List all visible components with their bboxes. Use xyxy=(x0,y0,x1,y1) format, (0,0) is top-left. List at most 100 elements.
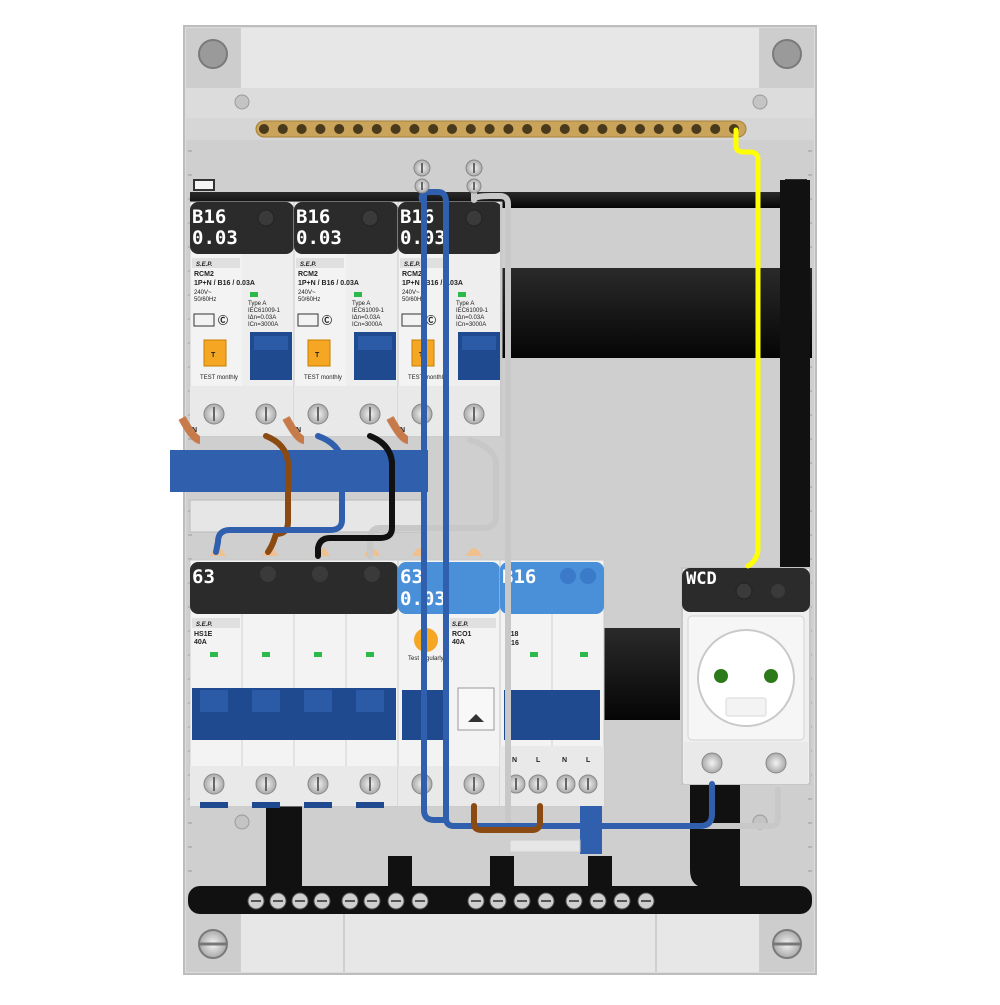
status-led-icon xyxy=(580,652,588,657)
test-button[interactable] xyxy=(307,339,331,367)
busbar-hole-icon xyxy=(390,124,401,134)
rcd-rating: 40A xyxy=(452,639,465,646)
wire-earth-yellow xyxy=(733,127,761,569)
rcd-rating-label: 63 xyxy=(400,566,423,588)
enclosure-top-cover xyxy=(186,28,814,88)
neutral-terminal-label: N xyxy=(400,427,405,434)
busbar-hole-icon xyxy=(672,124,683,134)
socket-pin-hole-icon xyxy=(714,669,728,683)
rcbo-frequency: 50/60Hz xyxy=(298,297,320,303)
wire-grey-link xyxy=(367,437,499,559)
status-led-icon xyxy=(354,292,362,297)
rcbo-type: Type A xyxy=(352,301,370,307)
socket-pin-hole-icon xyxy=(764,669,778,683)
wiring xyxy=(213,127,781,833)
rcbo-model: RCM2 xyxy=(402,271,422,278)
busbar-hole-icon xyxy=(259,124,269,134)
rcbo-model: RCM2 xyxy=(298,271,318,278)
busbar-hole-icon xyxy=(541,124,551,134)
test-button[interactable] xyxy=(203,339,227,367)
rcbo-icn: ICn=3000A xyxy=(352,322,382,328)
earth-busbar xyxy=(186,118,814,140)
wire-blue-loop xyxy=(213,433,345,555)
status-led-icon xyxy=(250,292,258,297)
status-led-icon xyxy=(314,652,322,657)
line-terminal-label: L xyxy=(586,757,591,764)
busbar-hole-icon xyxy=(315,124,326,134)
rcbo-sensitivity-label: 0.03 xyxy=(192,227,238,249)
neutral-terminal-label: N xyxy=(296,427,301,434)
mcb-rating: B16 xyxy=(506,640,519,647)
rcbo-voltage: 240V~ xyxy=(298,290,316,296)
comb-busbar-blue xyxy=(170,450,428,492)
busbar-hole-icon xyxy=(465,124,476,134)
rcbo-idn: IΔn=0.03A xyxy=(352,315,380,321)
status-led-icon xyxy=(366,652,374,657)
brand-label: S.E.P. xyxy=(196,262,213,268)
terminal-block-blue xyxy=(580,806,602,854)
rcbo-icn: ICn=3000A xyxy=(456,322,486,328)
main-switch-model: HS1E xyxy=(194,631,213,638)
ce-mark-icon: Ⓒ xyxy=(322,314,332,327)
busbar-hole-icon xyxy=(559,124,570,134)
status-led-icon xyxy=(530,652,538,657)
socket-face xyxy=(697,629,795,727)
socket-outlet[interactable]: WCD xyxy=(681,567,811,785)
mcb-model: S18 xyxy=(506,631,519,638)
rcbo-spec: 1P+N / B16 / 0.03A xyxy=(402,280,463,287)
rcbo-standard: IEC61009-1 xyxy=(248,308,281,314)
busbar-hole-icon xyxy=(503,124,514,134)
busbar-hole-icon xyxy=(353,124,363,134)
busbar-hole-icon xyxy=(691,124,702,134)
brand-label: S.E.P. xyxy=(196,622,213,628)
busbar-hole-icon xyxy=(710,124,721,134)
status-led-icon xyxy=(458,292,466,297)
rcd-model: RCO1 xyxy=(452,631,472,638)
busbar-hole-icon xyxy=(616,124,627,134)
rcbo-rating-label: B16 xyxy=(192,206,226,228)
ce-mark-icon: Ⓒ xyxy=(426,314,436,327)
wire-black xyxy=(315,433,395,559)
busbar-hole-icon xyxy=(409,124,420,134)
busbar-hole-icon xyxy=(522,124,533,134)
rcbo-standard: IEC61009-1 xyxy=(352,308,385,314)
busbar-hole-icon xyxy=(484,124,495,134)
rcbo-rating-label: B16 xyxy=(296,206,330,228)
push-arrow-icon xyxy=(468,714,484,722)
cert-mark-icon xyxy=(193,313,215,327)
main-switch-rating-label: 63 xyxy=(192,566,215,588)
busbar-hole-icon xyxy=(635,124,645,134)
rcbo-sensitivity-label: 0.03 xyxy=(296,227,342,249)
brand-label: S.E.P. xyxy=(452,622,469,628)
rcbo-rating-label: B16 xyxy=(400,206,434,228)
neutral-terminal-label: N xyxy=(512,757,517,764)
main-switch-label-plate xyxy=(190,562,398,614)
ce-mark-icon: Ⓒ xyxy=(218,314,228,327)
rcbo-frequency: 50/60Hz xyxy=(194,297,216,303)
enclosure-bottom-cover xyxy=(186,912,814,972)
rcbo-voltage: 240V~ xyxy=(194,290,212,296)
busbar-hole-icon xyxy=(447,124,457,134)
neutral-terminal-label: N xyxy=(192,427,197,434)
main-switch-rating: 40A xyxy=(194,639,207,646)
din-rail-right-post xyxy=(780,180,810,568)
corner-bolt-icon xyxy=(772,39,802,69)
mcb-label-plate xyxy=(500,562,604,614)
mcb-toggle-switch[interactable] xyxy=(504,690,600,740)
wire-brown-2 xyxy=(471,803,543,833)
status-led-icon xyxy=(262,652,270,657)
status-led-icon xyxy=(210,652,218,657)
brand-label: S.E.P. xyxy=(300,262,317,268)
rcbo-type: Type A xyxy=(456,301,474,307)
test-button-label: T xyxy=(211,352,216,359)
busbar-hole-icon xyxy=(296,124,307,134)
busbar-hole-icon xyxy=(371,124,382,134)
rcbo-idn: IΔn=0.03A xyxy=(456,315,484,321)
